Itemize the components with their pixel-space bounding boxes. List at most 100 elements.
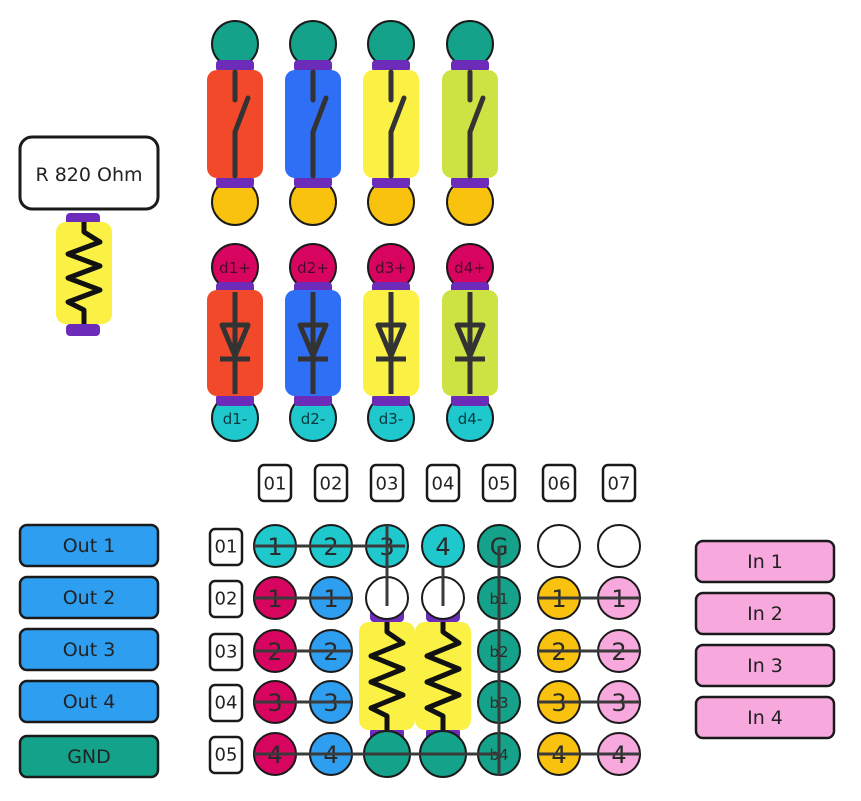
input-button-box[interactable]	[694, 591, 836, 636]
output-button-box[interactable]	[18, 627, 160, 672]
output-button-3[interactable]: Out 3	[18, 627, 160, 672]
diode-triangle-icon	[454, 322, 486, 359]
diode-3[interactable]: d3+ d3-	[363, 243, 419, 442]
output-button-label: Out 4	[63, 691, 116, 713]
column-header-box	[369, 463, 405, 503]
switches-group	[207, 20, 498, 226]
output-button-box[interactable]	[18, 575, 160, 620]
row-header-02: 02	[215, 589, 238, 610]
grid-node-r1-c4[interactable]: 4	[421, 524, 465, 568]
column-header-box	[601, 463, 637, 503]
input-button-label: In 3	[747, 655, 783, 677]
column-header-06: 06	[548, 474, 571, 495]
column-header-02: 02	[320, 474, 343, 495]
row-header-01: 01	[215, 537, 238, 558]
resistor-label: R 820 Ohm	[35, 164, 142, 186]
row-header-04: 04	[215, 693, 238, 714]
input-button-4[interactable]: In 4	[694, 695, 836, 740]
grid-node-circle[interactable]	[537, 524, 581, 568]
diode-cathode-label: d1-	[223, 410, 247, 428]
resistor-component[interactable]: R 820 Ohm	[18, 135, 160, 336]
diode-cathode-label: d4-	[458, 410, 482, 428]
input-button-2[interactable]: In 2	[694, 591, 836, 636]
diode-bottom-cap	[294, 394, 332, 406]
diode-triangle-icon	[297, 322, 329, 359]
input-button-3[interactable]: In 3	[694, 643, 836, 688]
diode-1[interactable]: d1+ d1-	[207, 243, 263, 442]
row-header-05: 05	[215, 745, 238, 766]
resistor-bottom-cap	[66, 324, 100, 336]
switch-2[interactable]	[285, 20, 341, 226]
switch-top-cap	[451, 60, 489, 72]
switch-lever-icon	[467, 69, 486, 179]
diode-anode-label: d1+	[219, 259, 251, 277]
column-header-box	[481, 463, 517, 503]
switch-1[interactable]	[207, 20, 263, 226]
diode-bottom-cap	[372, 394, 410, 406]
diode-2[interactable]: d2+ d2-	[285, 243, 341, 442]
diode-triangle-icon	[375, 322, 407, 359]
output-button-label: GND	[67, 746, 111, 768]
grid-resistor-zigzag-icon	[424, 622, 462, 730]
output-button-label: Out 1	[63, 535, 116, 557]
grid-node-circle[interactable]	[421, 524, 465, 568]
grid-node-r1-c6[interactable]	[537, 524, 581, 568]
output-button-label: Out 3	[63, 639, 116, 661]
grid-node-label: 4	[435, 533, 450, 561]
output-button-4[interactable]: Out 4	[18, 679, 160, 724]
grid-resistor-2[interactable]	[415, 608, 471, 742]
switch-4[interactable]	[442, 20, 498, 226]
switch-bottom-cap	[451, 176, 489, 188]
switch-lever-icon	[388, 69, 407, 179]
switch-bottom-cap	[216, 176, 254, 188]
grid-resistor-zigzag-icon	[368, 622, 406, 730]
grid-resistor-1[interactable]	[359, 608, 415, 742]
diode-bottom-cap	[216, 394, 254, 406]
input-button-label: In 2	[747, 603, 783, 625]
output-button-box[interactable]	[18, 679, 160, 724]
diode-bottom-cap	[451, 394, 489, 406]
grid-node-circle[interactable]	[597, 524, 641, 568]
grid-node-r1-c7[interactable]	[597, 524, 641, 568]
input-button-box[interactable]	[694, 643, 836, 688]
column-header-box	[313, 463, 349, 503]
column-header-05: 05	[488, 474, 511, 495]
switch-top-cap	[372, 60, 410, 72]
column-header-box	[425, 463, 461, 503]
input-button-label: In 1	[747, 551, 783, 573]
output-button-box[interactable]	[18, 734, 160, 779]
switch-lever-icon	[310, 69, 329, 179]
row-header-box	[208, 683, 244, 723]
output-button-5[interactable]: GND	[18, 734, 160, 779]
column-header-box	[541, 463, 577, 503]
input-button-label: In 4	[747, 707, 783, 729]
diode-anode-label: d2+	[297, 259, 329, 277]
switch-3[interactable]	[363, 20, 419, 226]
diode-cathode-label: d3-	[379, 410, 403, 428]
column-header-03: 03	[376, 474, 399, 495]
row-header-box	[208, 579, 244, 619]
output-button-box[interactable]	[18, 523, 160, 568]
output-button-1[interactable]: Out 1	[18, 523, 160, 568]
output-button-2[interactable]: Out 2	[18, 575, 160, 620]
diode-4[interactable]: d4+ d4-	[442, 243, 498, 442]
input-button-box[interactable]	[694, 695, 836, 740]
switch-bottom-cap	[294, 176, 332, 188]
row-header-box	[208, 632, 244, 672]
diode-anode-label: d3+	[375, 259, 407, 277]
row-header-box	[208, 527, 244, 567]
column-header-box	[257, 463, 293, 503]
input-button-box[interactable]	[694, 539, 836, 584]
switch-lever-icon	[232, 69, 251, 179]
diodes-group: d1+ d1- d2+ d2- d3+ d3- d4+ d4-	[207, 243, 498, 442]
row-header-box	[208, 735, 244, 775]
diode-cathode-label: d2-	[301, 410, 325, 428]
input-button-1[interactable]: In 1	[694, 539, 836, 584]
output-button-label: Out 2	[63, 587, 116, 609]
io-buttons: Out 1 Out 2 Out 3 Out 4 GND In 1 In 2 In 3 In 4	[18, 523, 836, 779]
diode-anode-label: d4+	[454, 259, 486, 277]
row-header-03: 03	[215, 642, 238, 663]
resistor-label-box	[18, 135, 160, 211]
column-header-07: 07	[608, 474, 631, 495]
